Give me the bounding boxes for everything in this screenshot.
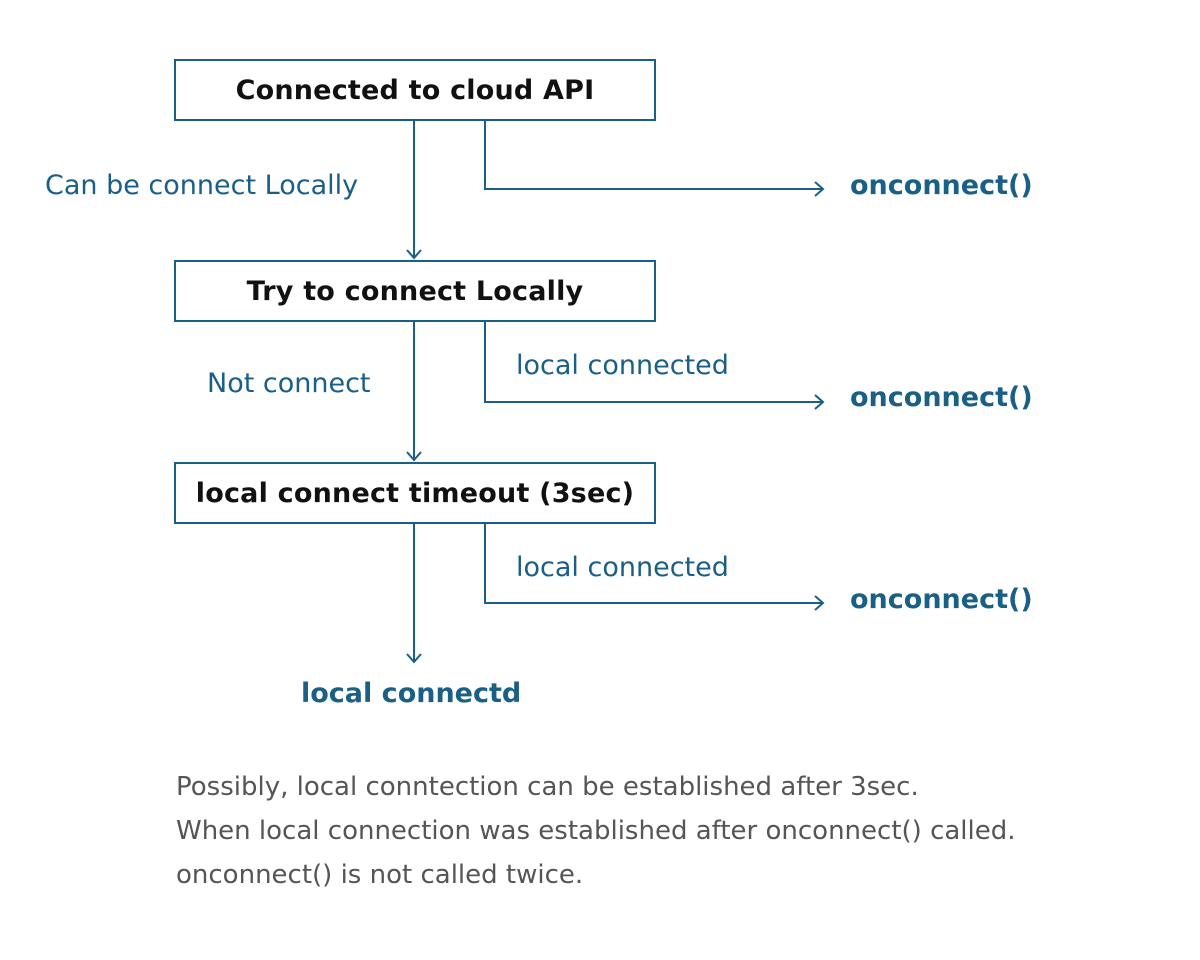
- node-try-local: Try to connect Locally: [174, 260, 656, 322]
- edge-label-local-connected-2: local connected: [516, 552, 729, 583]
- note-line-3: onconnect() is not called twice.: [176, 860, 584, 890]
- arrowhead-onconnect-2: [814, 394, 825, 410]
- output-local-connected: local connectd: [301, 678, 522, 709]
- node-cloud-api-label: Connected to cloud API: [235, 74, 595, 106]
- output-onconnect-1: onconnect(): [850, 170, 1033, 201]
- edge-label-not-connect: Not connect: [207, 368, 371, 399]
- note-line-2: When local connection was established af…: [176, 816, 1016, 846]
- node-try-local-label: Try to connect Locally: [246, 275, 584, 307]
- node-timeout-label: local connect timeout (3sec): [195, 477, 635, 509]
- output-onconnect-3: onconnect(): [850, 584, 1033, 615]
- arrow-try-local-to-onconnect: [484, 321, 823, 403]
- edge-label-local-connected-1: local connected: [516, 350, 729, 381]
- note-line-1: Possibly, local conntection can be estab…: [176, 772, 919, 802]
- arrowhead-final: [406, 653, 422, 664]
- arrowhead-try-local: [406, 249, 422, 260]
- arrowhead-onconnect-1: [814, 181, 825, 197]
- arrow-cloud-to-onconnect: [484, 120, 823, 190]
- arrowhead-timeout: [406, 451, 422, 462]
- node-cloud-api: Connected to cloud API: [174, 59, 656, 121]
- output-onconnect-2: onconnect(): [850, 382, 1033, 413]
- node-timeout: local connect timeout (3sec): [174, 462, 656, 524]
- edge-label-can-connect-locally: Can be connect Locally: [45, 170, 359, 201]
- arrow-timeout-to-onconnect: [484, 523, 823, 604]
- arrowhead-onconnect-3: [814, 595, 825, 611]
